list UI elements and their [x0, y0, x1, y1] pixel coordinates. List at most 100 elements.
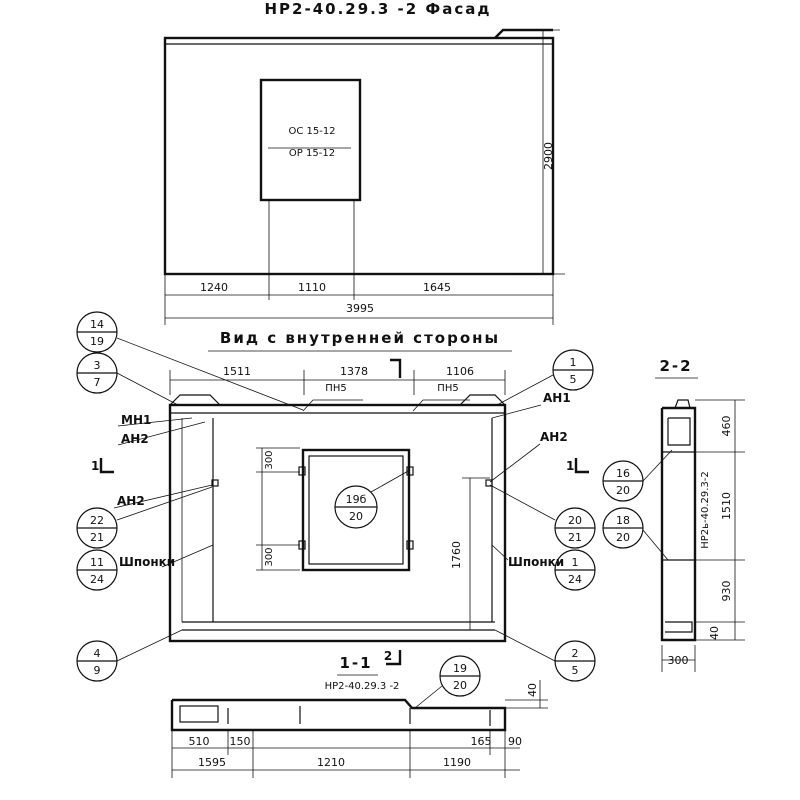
- facade-window: [259, 78, 362, 202]
- section-22-dim-300: 300: [668, 654, 689, 667]
- callout-19-20: [414, 655, 481, 709]
- section-arrow-right: [574, 458, 589, 474]
- section-arrow-left: [99, 458, 114, 474]
- inner-window-opening: [301, 448, 411, 572]
- facade-height-dimension: [510, 29, 565, 275]
- callout-1-5-top: 1: [570, 356, 577, 369]
- section-11-dimensions: [171, 680, 548, 778]
- inner-dim-1106: 1106: [446, 365, 474, 378]
- inner-dim-1511: 1511: [223, 365, 251, 378]
- leader-pn5-left: [302, 399, 363, 412]
- dim-1760-line: [462, 477, 490, 630]
- callout-16-20-bottom: 20: [616, 484, 630, 497]
- label-pn5-left: ПН5: [325, 383, 346, 394]
- dim-1760: 1760: [450, 541, 463, 569]
- wall-anchor-left: [211, 479, 219, 487]
- label-shponki-left: Шпонки: [119, 555, 175, 569]
- callout-19b-20-bottom: 20: [349, 510, 363, 523]
- callout-11-24: [76, 544, 214, 591]
- section-22-dimensions: [661, 399, 745, 672]
- callout-1-24: [491, 544, 596, 591]
- callout-19b-20: [334, 469, 411, 529]
- section-22-dim-930: 930: [720, 581, 733, 602]
- section-11-dim-1190: 1190: [443, 756, 471, 769]
- callout-16-20: [602, 449, 673, 502]
- callout-2-5: [494, 629, 596, 682]
- section-11-profile: [170, 698, 507, 732]
- section-11-dim-165: 165: [471, 735, 492, 748]
- callout-19-20-bottom: 20: [453, 679, 467, 692]
- section-22-dim-1510: 1510: [720, 492, 733, 520]
- callout-4-9-top: 4: [94, 647, 101, 660]
- section-11-dim-90: 90: [508, 735, 522, 748]
- callout-2-5-top: 2: [572, 647, 579, 660]
- callout-18-20-top: 18: [616, 514, 630, 527]
- callout-19b-20-top: 19б: [346, 493, 367, 506]
- facade-height-label: 2900: [542, 142, 555, 170]
- callout-11-24-bottom: 24: [90, 573, 104, 586]
- section-22-panel-code: НР2ь-40.29.3-2: [700, 471, 711, 549]
- dim-300-bottom: 300: [264, 547, 275, 566]
- section-11-dim-1210: 1210: [317, 756, 345, 769]
- callout-14-19-top: 14: [90, 318, 104, 331]
- callout-14-19: [76, 311, 304, 411]
- section-arrow-top: [390, 358, 402, 378]
- callout-22-21: [76, 486, 213, 549]
- callout-22-21-bottom: 21: [90, 531, 104, 544]
- dim-300-top: 300: [264, 450, 275, 469]
- callout-19-20-top: 19: [453, 662, 467, 675]
- section-11-title: 1-1: [339, 654, 372, 672]
- section-mark-bottom: 2: [384, 649, 392, 663]
- callout-3-7-top: 3: [94, 359, 101, 372]
- leader-an2-right: [489, 443, 541, 483]
- facade-window-label-bottom: ОР 15-12: [289, 148, 335, 159]
- callout-3-7: [76, 352, 179, 406]
- section-mark-left: 1: [91, 459, 99, 473]
- section-11-dim-1595: 1595: [198, 756, 226, 769]
- section-11-dim-40: 40: [526, 683, 539, 697]
- leader-an2-left-top: [117, 421, 206, 446]
- facade-window-label-top: ОС 15-12: [288, 126, 335, 137]
- callout-20-21: [489, 484, 596, 549]
- label-an2-right: АН2: [540, 430, 568, 444]
- label-pn5-right: ПН5: [437, 383, 458, 394]
- leader-pn5-right: [412, 399, 470, 412]
- section-11-dim-510: 510: [189, 735, 210, 748]
- leader-an2-left-mid: [113, 484, 213, 509]
- section-22-profile: [660, 399, 697, 642]
- inner-dim-1378: 1378: [340, 365, 368, 378]
- facade-dim-1645: 1645: [423, 281, 451, 294]
- section-22-dim-460: 460: [720, 416, 733, 437]
- callout-4-9: [76, 629, 183, 682]
- facade-bottom-dimensions: [164, 200, 554, 325]
- section-arrow-bottom: [386, 650, 402, 666]
- callout-14-19-bottom: 19: [90, 335, 104, 348]
- facade-dim-1240: 1240: [200, 281, 228, 294]
- callout-20-21-bottom: 21: [568, 531, 582, 544]
- callout-1-5-bottom: 5: [570, 373, 577, 386]
- callout-3-7-bottom: 7: [94, 376, 101, 389]
- callout-16-20-top: 16: [616, 467, 630, 480]
- callout-2-5-bottom: 5: [572, 664, 579, 677]
- inner-panel: [168, 394, 507, 643]
- leader-an1-right: [491, 404, 542, 419]
- facade-dim-3995: 3995: [346, 302, 374, 315]
- callout-4-9-bottom: 9: [94, 664, 101, 677]
- section-22-dim-40: 40: [708, 626, 721, 640]
- callout-22-21-top: 22: [90, 514, 104, 527]
- facade-dim-1110: 1110: [298, 281, 326, 294]
- label-an1-right: АН1: [543, 391, 571, 405]
- callout-1-24-top: 1: [572, 556, 579, 569]
- section-mark-right: 1: [566, 459, 574, 473]
- label-an2-left-mid: АН2: [117, 494, 145, 508]
- callout-1-24-bottom: 24: [568, 573, 582, 586]
- callout-1-5: [496, 349, 594, 406]
- callout-18-20-bottom: 20: [616, 531, 630, 544]
- wall-anchor-right: [485, 479, 493, 487]
- label-shponki-right: Шпонки: [508, 555, 564, 569]
- callout-11-24-top: 11: [90, 556, 104, 569]
- section-11-panel-code: НР2-40.29.3 -2: [325, 681, 400, 692]
- inner-view-title: Вид с внутренней стороны: [220, 329, 500, 347]
- callout-18-20: [602, 507, 669, 561]
